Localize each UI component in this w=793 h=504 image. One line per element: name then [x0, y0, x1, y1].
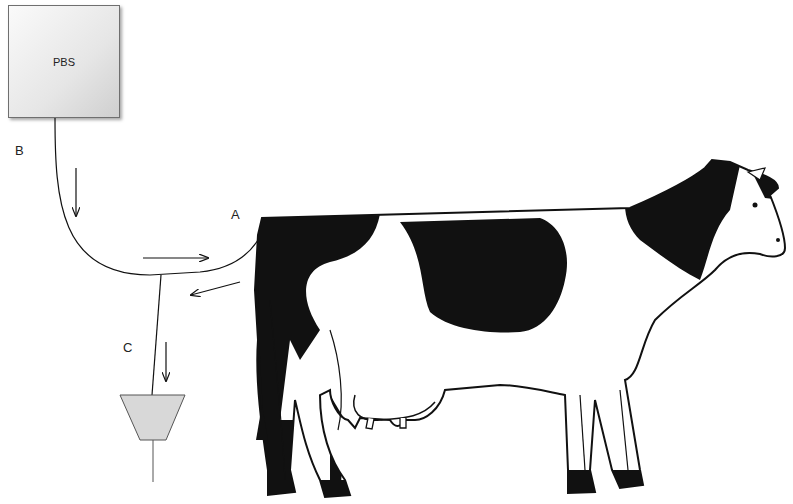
part-letter: A — [231, 207, 240, 222]
reservoir-box: PBS — [8, 5, 120, 118]
part-letter: B — [15, 143, 24, 158]
box-label: PBS — [53, 56, 75, 68]
part-letter: C — [123, 340, 132, 355]
